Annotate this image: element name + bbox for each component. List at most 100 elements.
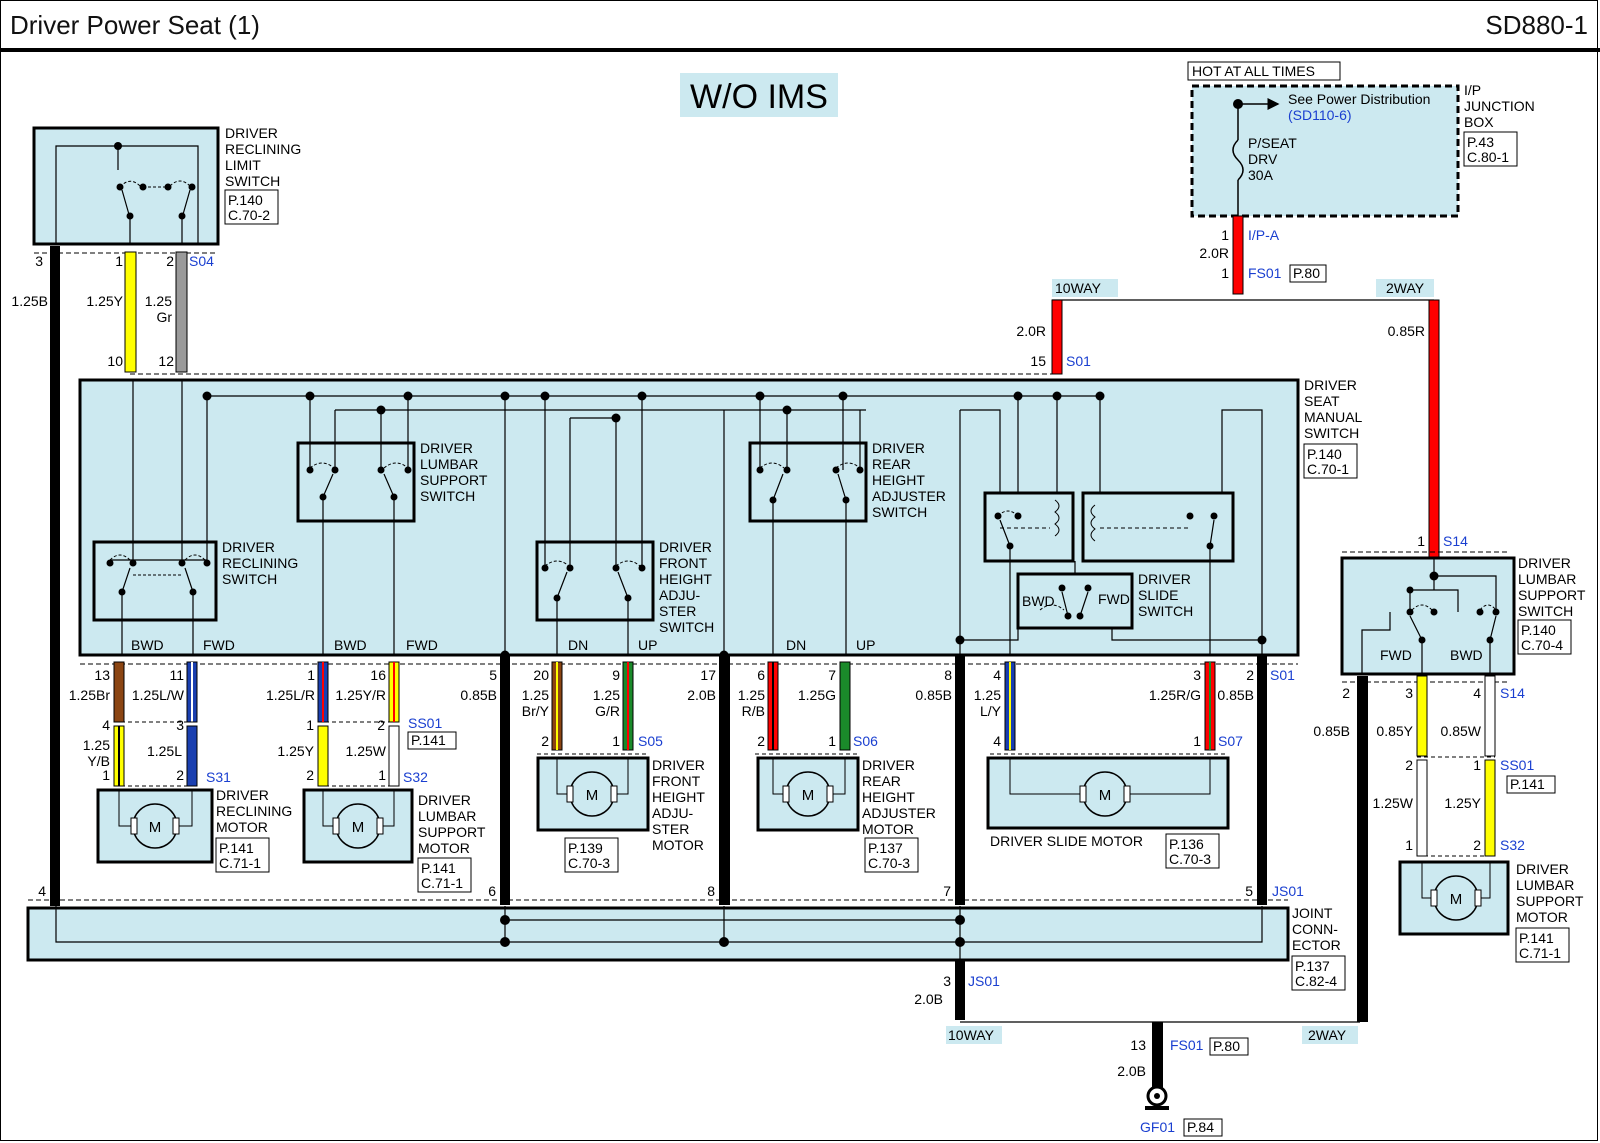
svg-text:L/Y: L/Y (980, 703, 1002, 719)
svg-text:1: 1 (115, 253, 123, 269)
svg-text:2.0B: 2.0B (1117, 1063, 1146, 1079)
svg-text:3: 3 (1193, 667, 1201, 683)
svg-text:FS01: FS01 (1170, 1037, 1204, 1053)
svg-text:M: M (1450, 891, 1463, 908)
svg-text:SS01: SS01 (408, 715, 442, 731)
svg-text:S01: S01 (1066, 353, 1091, 369)
svg-text:1.25Br: 1.25Br (69, 687, 111, 703)
svg-text:2: 2 (166, 253, 174, 269)
svg-text:2: 2 (1246, 667, 1254, 683)
svg-text:1: 1 (1221, 227, 1229, 243)
variant-banner (680, 73, 838, 117)
svg-text:1: 1 (1221, 265, 1229, 281)
svg-text:2: 2 (757, 733, 765, 749)
svg-text:2.0B: 2.0B (687, 687, 716, 703)
svg-text:13: 13 (1130, 1037, 1146, 1053)
wire-1.25Y (124, 251, 137, 373)
svg-text:2WAY: 2WAY (1308, 1027, 1347, 1043)
svg-text:5: 5 (1245, 883, 1253, 899)
svg-text:1: 1 (1405, 837, 1413, 853)
svg-text:1.25Y: 1.25Y (1444, 795, 1481, 811)
svg-text:2: 2 (377, 717, 385, 733)
svg-text:SS01: SS01 (1500, 757, 1534, 773)
svg-text:JS01: JS01 (968, 973, 1000, 989)
svg-text:P.80: P.80 (1213, 1038, 1240, 1054)
svg-text:1: 1 (1473, 757, 1481, 773)
svg-text:2.0R: 2.0R (1199, 245, 1229, 261)
svg-text:0.85Y: 0.85Y (1376, 723, 1413, 739)
svg-text:3: 3 (176, 717, 184, 733)
svg-text:1.25B: 1.25B (11, 293, 48, 309)
svg-text:2: 2 (1342, 685, 1350, 701)
svg-text:10: 10 (107, 353, 123, 369)
junction-box-label: I/P JUNCTION BOX (1464, 82, 1539, 130)
svg-text:Y/B: Y/B (87, 753, 110, 769)
svg-text:7: 7 (943, 883, 951, 899)
svg-text:2WAY: 2WAY (1386, 280, 1425, 296)
reclining-limit-switch-label: DRIVER RECLINING LIMIT SWITCH (225, 125, 305, 189)
svg-text:JS01: JS01 (1272, 883, 1304, 899)
svg-text:0.85W: 0.85W (1441, 723, 1482, 739)
svg-text:1: 1 (1417, 533, 1425, 549)
svg-text:1: 1 (306, 717, 314, 733)
svg-text:0.85B: 0.85B (1217, 687, 1254, 703)
svg-text:R/B: R/B (742, 703, 765, 719)
svg-text:4: 4 (1473, 685, 1481, 701)
svg-text:DRIVER SLIDE MOTOR: DRIVER SLIDE MOTOR (990, 833, 1143, 849)
svg-text:1.25W: 1.25W (1373, 795, 1414, 811)
svg-text:FS01: FS01 (1248, 265, 1282, 281)
right-lumbar-switch (1340, 556, 1516, 676)
svg-text:0.85R: 0.85R (1388, 323, 1425, 339)
svg-text:13: 13 (94, 667, 110, 683)
svg-text:M: M (352, 819, 365, 836)
svg-text:GF01: GF01 (1140, 1119, 1175, 1135)
svg-text:1.25Y: 1.25Y (86, 293, 123, 309)
svg-text:P.43C.80-1: P.43C.80-1 (1467, 134, 1509, 165)
svg-text:0.85B: 0.85B (1313, 723, 1350, 739)
svg-text:S07: S07 (1218, 733, 1243, 749)
svg-text:Gr: Gr (156, 309, 172, 325)
svg-text:16: 16 (370, 667, 386, 683)
svg-text:1: 1 (612, 733, 620, 749)
svg-text:BWD: BWD (1022, 593, 1055, 609)
svg-text:1.25: 1.25 (145, 293, 172, 309)
svg-text:S31: S31 (206, 769, 231, 785)
svg-text:1.25Y/R: 1.25Y/R (335, 687, 386, 703)
svg-text:3: 3 (943, 973, 951, 989)
svg-text:4: 4 (102, 717, 110, 733)
svg-text:4: 4 (38, 883, 46, 899)
wire-1.25G (839, 661, 851, 751)
svg-text:1.25: 1.25 (522, 687, 549, 703)
svg-text:P.141: P.141 (411, 732, 446, 748)
page-title: Driver Power Seat (1) (10, 10, 260, 40)
wire-0.85R (1428, 299, 1440, 559)
svg-text:Br/Y: Br/Y (522, 703, 550, 719)
svg-text:1: 1 (307, 667, 315, 683)
svg-text:9: 9 (612, 667, 620, 683)
wire-2.0B-17 (719, 655, 730, 905)
svg-text:S14: S14 (1443, 533, 1468, 549)
svg-text:S01: S01 (1270, 667, 1295, 683)
svg-text:S32: S32 (403, 769, 428, 785)
variant-label: W/O IMS (690, 78, 828, 116)
svg-text:P.141: P.141 (1510, 776, 1545, 792)
svg-text:(SD110-6): (SD110-6) (1288, 107, 1352, 123)
svg-text:1.25L/W: 1.25L/W (132, 687, 185, 703)
svg-text:2: 2 (176, 767, 184, 783)
wire-2.0R-s01 (1051, 299, 1063, 375)
